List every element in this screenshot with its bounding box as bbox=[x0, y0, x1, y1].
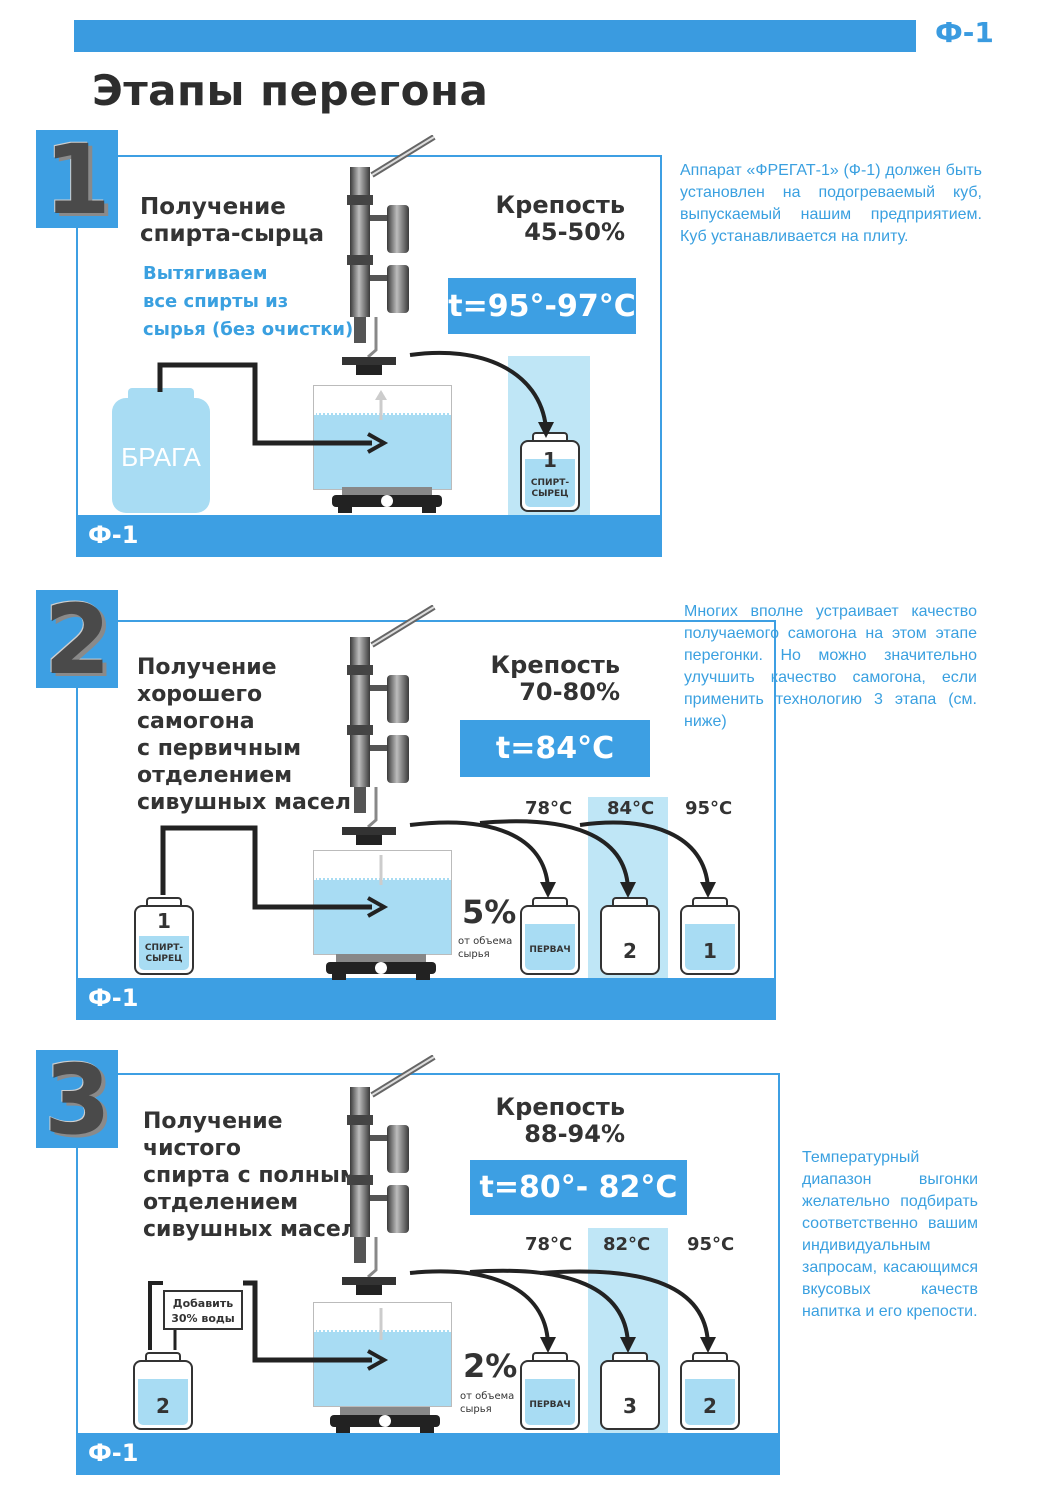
stove-illustration bbox=[330, 1407, 440, 1433]
stage-1-panel: Ф-1 1 Получение спирта-сырца Вытягиваем … bbox=[0, 124, 1047, 570]
temperature-box: t=84°C bbox=[460, 720, 650, 777]
jar-number: 3 bbox=[623, 1394, 637, 1418]
jar-liquid bbox=[605, 1378, 655, 1425]
stage-2-panel: Ф-1 2 Получение хорошего самогона с перв… bbox=[0, 584, 1047, 1030]
boiler-liquid bbox=[314, 877, 451, 954]
tank-label: БРАГА bbox=[121, 442, 201, 472]
jar-number: 1 bbox=[543, 448, 557, 472]
jar-label: СПИРТ- СЫРЕЦ bbox=[144, 943, 184, 964]
jar-pervach: ПЕРВАЧ bbox=[520, 1360, 580, 1430]
footer-code: Ф-1 bbox=[88, 521, 139, 549]
jar-number: 2 bbox=[156, 1394, 170, 1418]
jar-number: 2 bbox=[623, 939, 637, 963]
stage-1-note: Аппарат «ФРЕГАТ-1» (Ф-1) должен быть уст… bbox=[680, 162, 982, 245]
stove bbox=[332, 487, 442, 513]
strength-label: Крепость 70-80% bbox=[490, 651, 620, 706]
jar-liquid bbox=[525, 459, 575, 507]
jar-source: 2 bbox=[133, 1360, 193, 1430]
jar-number: 1 bbox=[703, 939, 717, 963]
jar-raw-spirit: 1 СПИРТ- СЫРЕЦ bbox=[520, 440, 580, 512]
temperature-box: t=95°-97°C bbox=[448, 278, 636, 334]
jar-liquid bbox=[685, 923, 735, 970]
percent-value: 5% bbox=[462, 893, 517, 931]
distillation-column-illustration bbox=[342, 134, 436, 375]
jar-label: ПЕРВАЧ bbox=[529, 945, 571, 955]
jar-fraction-3: 3 bbox=[600, 1360, 660, 1430]
stage-number: 2 bbox=[44, 584, 111, 696]
jar-neck bbox=[145, 1352, 181, 1362]
add-water-note: Добавить 30% воды bbox=[163, 1290, 243, 1330]
jar-fraction-2: 2 bbox=[600, 905, 660, 975]
temp-label: 95°C bbox=[687, 1234, 735, 1255]
stove bbox=[330, 1407, 440, 1433]
jar-number: 1 bbox=[157, 909, 171, 933]
boiler-liquid bbox=[314, 1329, 451, 1406]
jar-neck bbox=[532, 1352, 568, 1362]
temp-label: 84°C bbox=[607, 798, 655, 819]
jar-label: ПЕРВАЧ bbox=[529, 1400, 571, 1410]
jar-number: 2 bbox=[703, 1394, 717, 1418]
jar-neck bbox=[532, 897, 568, 907]
jar-fraction-2: 2 bbox=[680, 1360, 740, 1430]
stage-3-panel: Ф-1 3 Получение чистого спирта с полным … bbox=[0, 1044, 1047, 1490]
footer-code: Ф-1 bbox=[88, 984, 139, 1012]
boiler-cube bbox=[313, 850, 452, 955]
apparatus bbox=[342, 1054, 442, 1299]
jar-liquid bbox=[139, 935, 189, 970]
jar-neck bbox=[692, 1352, 728, 1362]
jar-neck bbox=[612, 1352, 648, 1362]
top-banner bbox=[74, 20, 916, 52]
jar-source: 1 СПИРТ- СЫРЕЦ bbox=[134, 905, 194, 975]
stove-illustration bbox=[332, 487, 442, 513]
stage-footer: Ф-1 bbox=[76, 978, 776, 1020]
jar-neck bbox=[692, 897, 728, 907]
stage-number-badge: 1 bbox=[36, 124, 118, 236]
distillation-column-illustration bbox=[342, 604, 436, 845]
temp-label: 95°C bbox=[685, 798, 733, 819]
stage-heading: Получение чистого спирта с полным отделе… bbox=[143, 1109, 358, 1242]
distillation-column-illustration bbox=[342, 1054, 436, 1295]
braga-tank: БРАГА bbox=[112, 398, 210, 513]
jar-liquid bbox=[525, 1378, 575, 1425]
jar-liquid bbox=[138, 1378, 188, 1425]
apparatus bbox=[342, 134, 442, 379]
boiler-cube bbox=[313, 1302, 452, 1407]
boiler-liquid bbox=[314, 412, 451, 489]
footer-code: Ф-1 bbox=[88, 1439, 139, 1467]
jar-liquid bbox=[525, 923, 575, 970]
jar-neck bbox=[612, 897, 648, 907]
stage-number: 3 bbox=[44, 1044, 111, 1156]
page-title: Этапы перегона bbox=[92, 66, 489, 115]
percent-note: от объема сырья bbox=[460, 1391, 515, 1415]
stage-footer: Ф-1 bbox=[76, 1433, 780, 1475]
temperature-box: t=80°- 82°C bbox=[470, 1160, 687, 1215]
temp-label: 82°C bbox=[603, 1234, 651, 1255]
stage-number-badge: 3 bbox=[36, 1044, 118, 1156]
stove bbox=[326, 954, 436, 980]
stage-heading: Получение хорошего самогона с первичным … bbox=[137, 655, 351, 815]
product-code: Ф-1 bbox=[935, 16, 994, 49]
jar-liquid bbox=[605, 923, 655, 970]
jar-pervach: ПЕРВАЧ bbox=[520, 905, 580, 975]
temp-label: 78°C bbox=[525, 1234, 573, 1255]
stage-heading: Получение спирта-сырца bbox=[140, 194, 324, 247]
stage-3-note: Температурный диапазон выгонки желательн… bbox=[802, 1149, 978, 1320]
stage-number-badge: 2 bbox=[36, 584, 118, 696]
jar-fraction-1: 1 bbox=[680, 905, 740, 975]
stage-footer: Ф-1 bbox=[76, 515, 662, 557]
stage-number: 1 bbox=[44, 124, 111, 236]
stage-2-note: Многих вполне устраивает качество получа… bbox=[684, 603, 977, 730]
percent-note: от объема сырья bbox=[458, 936, 513, 960]
strength-label: Крепость 88-94% bbox=[495, 1093, 625, 1148]
stove-illustration bbox=[326, 954, 436, 980]
temp-label: 78°C bbox=[525, 798, 573, 819]
jar-liquid bbox=[685, 1378, 735, 1425]
percent-value: 2% bbox=[463, 1347, 518, 1385]
boiler-cube bbox=[313, 385, 452, 490]
jar-label: СПИРТ- СЫРЕЦ bbox=[530, 478, 570, 499]
stage-subtext: Вытягиваем все спирты из сырья (без очис… bbox=[143, 263, 354, 340]
apparatus bbox=[342, 604, 442, 849]
strength-label: Крепость 45-50% bbox=[495, 191, 625, 246]
